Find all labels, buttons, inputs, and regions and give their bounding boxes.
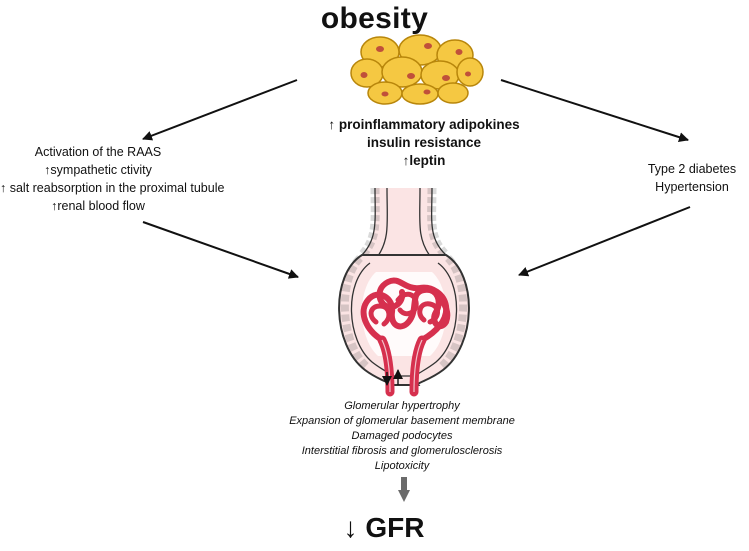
- hemodynamic-effect-item: ↑sympathetic ctivity: [44, 163, 152, 177]
- kidney-change-item: Glomerular hypertrophy: [344, 400, 460, 412]
- comorbidities-list: Type 2 diabetes Hypertension: [636, 160, 748, 196]
- hemodynamic-effects-list: Activation of the RAAS ↑sympathetic ctiv…: [0, 143, 225, 215]
- obesity-effect-item: ↑leptin: [402, 153, 446, 168]
- kidney-change-item: Expansion of glomerular basement membran…: [289, 415, 515, 427]
- comorbidity-item: Type 2 diabetes: [647, 162, 737, 176]
- obesity-effect-item: ↑ proinflammatory adipokines: [328, 117, 520, 132]
- kidney-change-item: Interstitial fibrosis and glomeruloscler…: [301, 445, 503, 457]
- obesity-effects-list: ↑ proinflammatory adipokines insulin res…: [274, 116, 574, 170]
- arrow-left-to-kidney: [142, 221, 299, 279]
- outcome-label: ↓ GFR: [343, 512, 425, 543]
- arrow-right-to-kidney: [518, 206, 691, 277]
- adipocyte-cluster-icon: [350, 34, 484, 105]
- arrow-obesity-to-right: [500, 79, 689, 143]
- kidney-change-item: Lipotoxicity: [374, 460, 430, 472]
- arrow-obesity-to-left: [142, 79, 298, 141]
- glomerulus-icon: [338, 187, 470, 397]
- hemodynamic-effect-item: Activation of the RAAS: [34, 145, 162, 159]
- diagram-title: obesity: [320, 2, 429, 35]
- obesity-effect-item: insulin resistance: [366, 135, 482, 150]
- kidney-changes-list: Glomerular hypertrophy Expansion of glom…: [250, 399, 554, 474]
- hemodynamic-effect-item: ↑ salt reabsorption in the proximal tubu…: [0, 181, 225, 195]
- kidney-change-item: Damaged podocytes: [351, 430, 453, 442]
- hemodynamic-effect-item: ↑renal blood flow: [51, 199, 145, 213]
- comorbidity-item: Hypertension: [655, 180, 729, 194]
